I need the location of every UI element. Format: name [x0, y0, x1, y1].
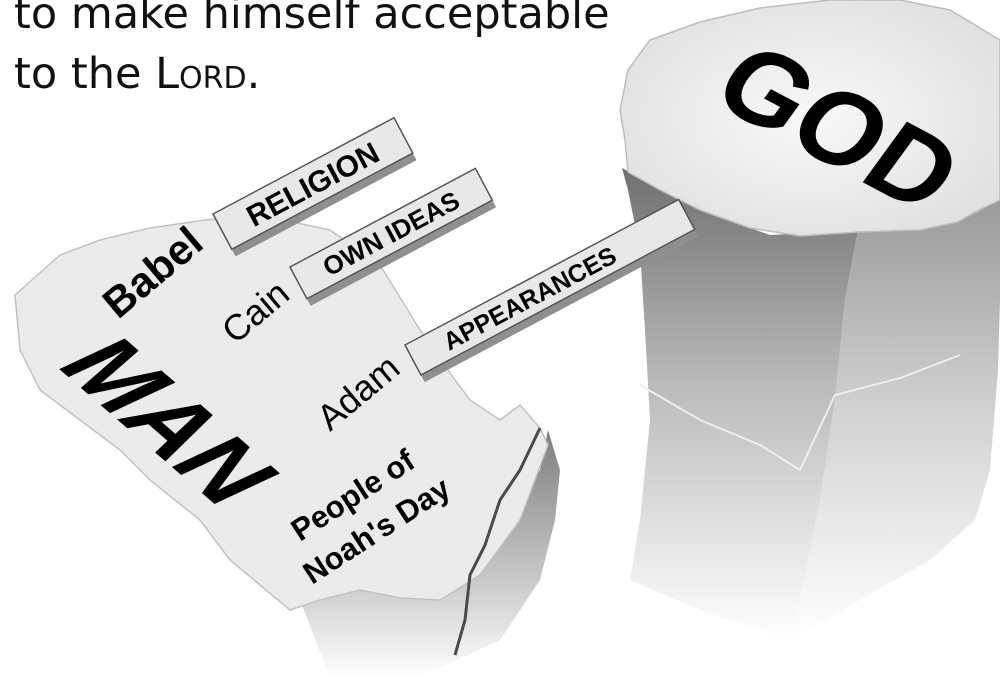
appearances-plank-label: APPEARANCES — [439, 242, 621, 357]
man-cliff: MAN Babel Cain Adam People of Noah's Day — [15, 215, 560, 677]
god-pillar: GOD — [620, 0, 1000, 640]
